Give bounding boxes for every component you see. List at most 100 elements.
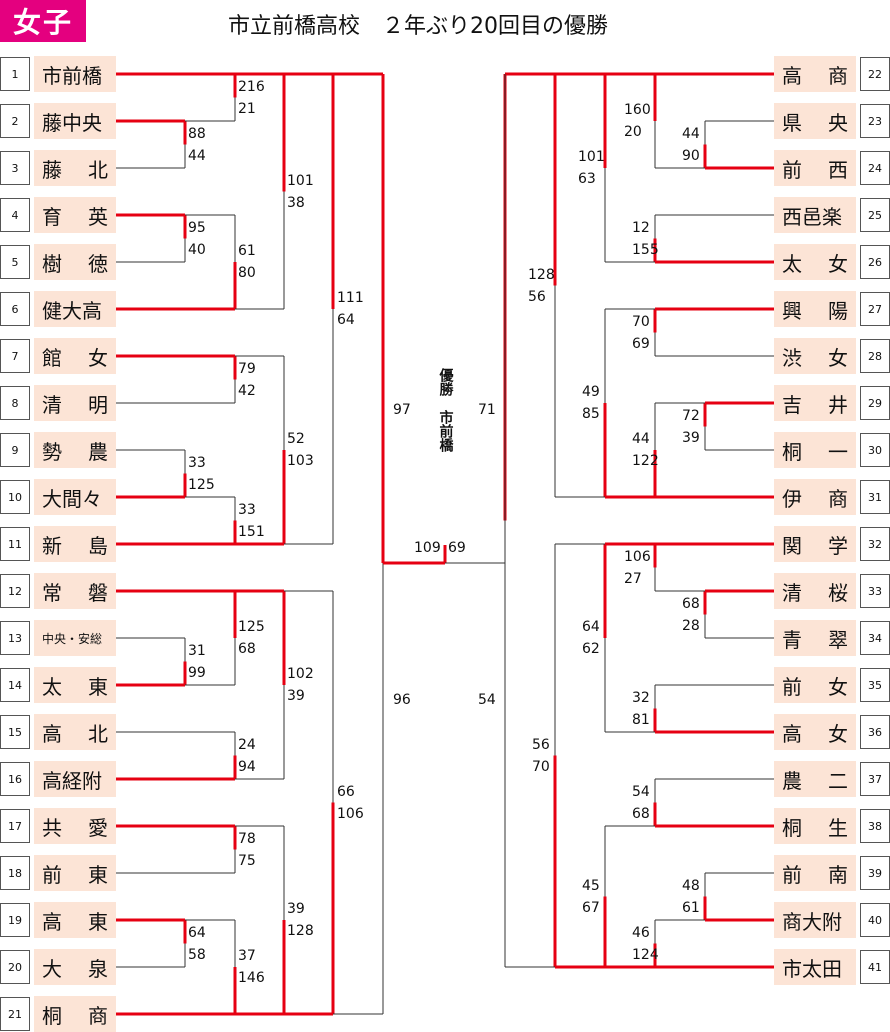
team-name-text: 樹徳 bbox=[42, 251, 108, 276]
team-name-text: 藤中央 bbox=[42, 110, 102, 135]
score: 71 bbox=[478, 402, 496, 418]
score: 79 bbox=[238, 360, 256, 377]
team-name-text: 健大高 bbox=[42, 298, 102, 323]
team-name: 桐生 bbox=[774, 808, 856, 844]
score: 70 bbox=[632, 313, 650, 330]
badge: 女子 bbox=[0, 0, 86, 42]
score: 32 bbox=[632, 689, 650, 706]
team-name: 高東 bbox=[34, 902, 116, 938]
score: 95 bbox=[188, 219, 206, 236]
score: 151 bbox=[238, 523, 265, 540]
team-name: 中央・安総 bbox=[34, 620, 116, 656]
score: 101 bbox=[287, 172, 314, 189]
team-name-text: 興陽 bbox=[782, 298, 848, 323]
team-number: 26 bbox=[860, 245, 890, 279]
team-number: 22 bbox=[860, 57, 890, 91]
team-name-text: 藤北 bbox=[42, 157, 108, 182]
team-name: 桐商 bbox=[34, 996, 116, 1032]
team-number: 30 bbox=[860, 433, 890, 467]
score: 45 bbox=[582, 877, 600, 894]
team-number: 3 bbox=[0, 151, 30, 185]
team-name: 育英 bbox=[34, 197, 116, 233]
team-name-text: 関学 bbox=[782, 533, 848, 558]
team-name-text: 新島 bbox=[42, 533, 108, 558]
team-name-text: 高北 bbox=[42, 721, 108, 746]
team-name: 清明 bbox=[34, 385, 116, 421]
team-name-text: 太東 bbox=[42, 674, 108, 699]
score: 128 bbox=[287, 923, 314, 939]
team-name: 高女 bbox=[774, 714, 856, 750]
team-name-text: 大間々 bbox=[42, 486, 102, 511]
team-name-text: 吉井 bbox=[782, 392, 848, 417]
score: 81 bbox=[632, 711, 650, 728]
team-number: 34 bbox=[860, 621, 890, 655]
score: 27 bbox=[624, 570, 642, 587]
score: 160 bbox=[624, 102, 651, 118]
team-name-text: 前西 bbox=[782, 157, 848, 182]
team-name-text: 桐商 bbox=[42, 1003, 108, 1028]
team-name: 大間々 bbox=[34, 479, 116, 515]
team-name-text: 前東 bbox=[42, 862, 108, 887]
team-number: 40 bbox=[860, 903, 890, 937]
score: 90 bbox=[682, 147, 700, 164]
team-name: 前南 bbox=[774, 855, 856, 891]
team-name-text: 商大附 bbox=[782, 909, 842, 934]
score: 44 bbox=[188, 147, 206, 164]
team-name: 吉井 bbox=[774, 385, 856, 421]
team-number: 35 bbox=[860, 668, 890, 702]
score: 99 bbox=[188, 664, 206, 681]
team-name-text: 高女 bbox=[782, 721, 848, 746]
score: 102 bbox=[287, 666, 314, 682]
team-number: 28 bbox=[860, 339, 890, 373]
team-name-text: 共愛 bbox=[42, 815, 108, 840]
team-name-text: 県央 bbox=[782, 110, 848, 135]
score: 31 bbox=[188, 642, 206, 659]
team-number: 27 bbox=[860, 292, 890, 326]
team-name: 桐一 bbox=[774, 432, 856, 468]
team-number: 5 bbox=[0, 245, 30, 279]
page-title: 市立前橋高校 ２年ぶり20回目の優勝 bbox=[228, 14, 608, 39]
team-number: 7 bbox=[0, 339, 30, 373]
score: 44 bbox=[632, 431, 650, 447]
score: 125 bbox=[238, 619, 265, 635]
team-number: 12 bbox=[0, 574, 30, 608]
team-name-text: 清桜 bbox=[782, 580, 848, 605]
team-name-text: 農二 bbox=[782, 768, 848, 793]
score: 52 bbox=[287, 431, 305, 447]
team-name: 前女 bbox=[774, 667, 856, 703]
score: 64 bbox=[337, 312, 355, 328]
team-name: 興陽 bbox=[774, 291, 856, 327]
score: 40 bbox=[188, 241, 206, 258]
score: 69 bbox=[632, 335, 650, 352]
team-number: 6 bbox=[0, 292, 30, 326]
score: 39 bbox=[287, 688, 305, 704]
team-number: 9 bbox=[0, 433, 30, 467]
team-number: 18 bbox=[0, 856, 30, 890]
score: 37 bbox=[238, 948, 256, 964]
score: 21 bbox=[238, 100, 256, 117]
team-name-text: 大泉 bbox=[42, 956, 108, 981]
score: 106 bbox=[337, 805, 364, 822]
team-name-text: 青翠 bbox=[782, 627, 848, 652]
score: 61 bbox=[682, 899, 700, 916]
team-name-text: 館女 bbox=[42, 345, 108, 370]
team-name-text: 高東 bbox=[42, 909, 108, 934]
team-name: 青翠 bbox=[774, 620, 856, 656]
score: 75 bbox=[238, 852, 256, 869]
team-name: 県央 bbox=[774, 103, 856, 139]
score: 109 bbox=[414, 540, 441, 556]
team-name: 高商 bbox=[774, 56, 856, 92]
champion-title: 優勝 bbox=[437, 368, 454, 396]
team-number: 32 bbox=[860, 527, 890, 561]
team-name: 商大附 bbox=[774, 902, 856, 938]
team-name-text: 市太田 bbox=[782, 956, 842, 981]
score: 70 bbox=[532, 758, 550, 775]
team-name: 藤中央 bbox=[34, 103, 116, 139]
score: 125 bbox=[188, 476, 215, 493]
score: 68 bbox=[632, 805, 650, 822]
team-number: 19 bbox=[0, 903, 30, 937]
team-number: 15 bbox=[0, 715, 30, 749]
score: 122 bbox=[632, 453, 659, 469]
team-name: 前東 bbox=[34, 855, 116, 891]
team-number: 29 bbox=[860, 386, 890, 420]
